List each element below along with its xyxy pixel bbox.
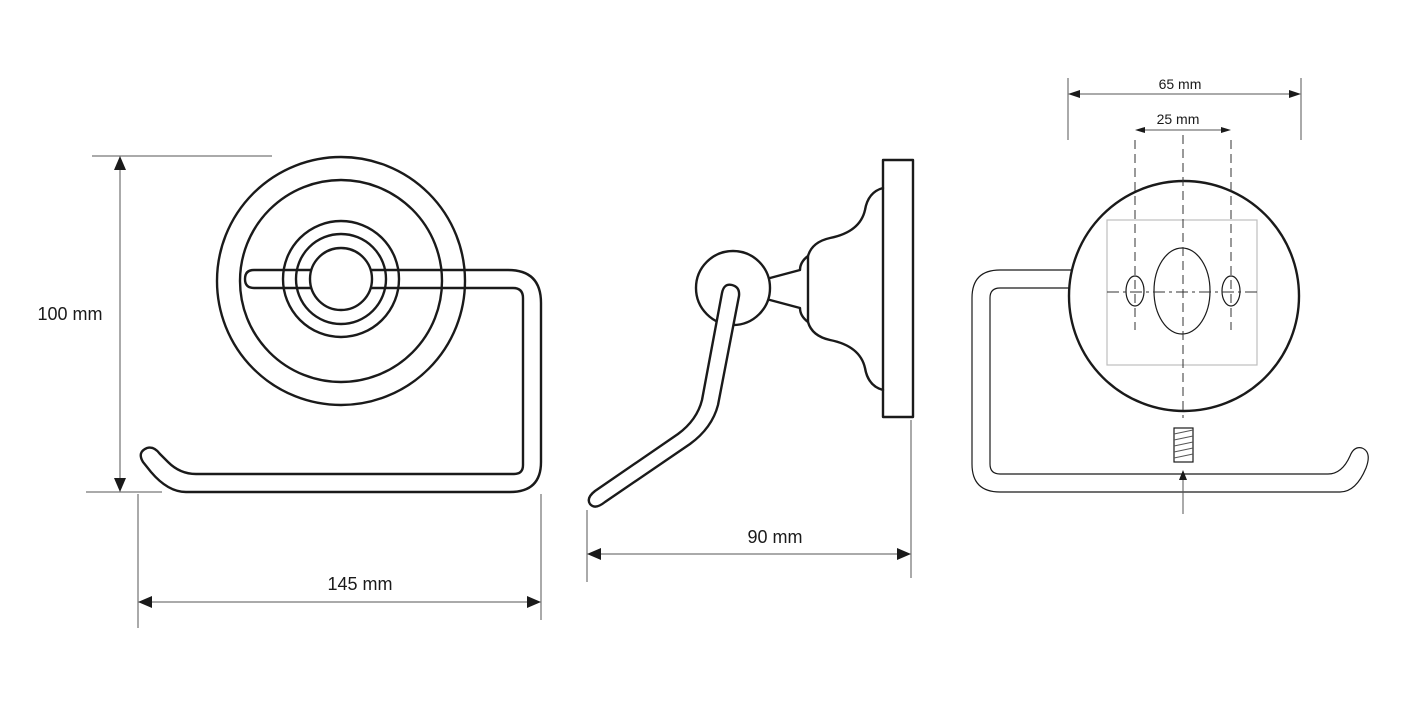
side-arm <box>587 283 741 508</box>
front-center-boss <box>308 246 374 312</box>
back-rosette <box>1067 179 1301 413</box>
back-arm <box>971 269 1369 493</box>
side-wall-plate <box>881 158 915 419</box>
front-height-label: 100 mm <box>37 304 102 324</box>
back-view: 65 mm 25 mm <box>971 76 1369 514</box>
front-width-label: 145 mm <box>327 574 392 594</box>
front-view: 100 mm 145 mm <box>37 155 543 628</box>
front-rosette-inner <box>238 178 444 384</box>
back-grub-screw <box>1173 427 1194 463</box>
back-plate-width-label: 65 mm <box>1159 76 1202 92</box>
side-depth-label: 90 mm <box>747 527 802 547</box>
back-left-hole <box>1125 275 1145 307</box>
side-mount-profile <box>806 186 885 392</box>
front-boss-ring-2 <box>294 232 388 326</box>
front-rosette-outer <box>215 155 467 407</box>
back-hole-spacing-label: 25 mm <box>1157 111 1200 127</box>
back-center-slot <box>1153 247 1211 335</box>
front-boss-ring-1 <box>281 219 401 339</box>
front-roll-arm <box>139 268 543 494</box>
back-right-hole <box>1221 275 1241 307</box>
side-view: 90 mm <box>586 158 915 582</box>
